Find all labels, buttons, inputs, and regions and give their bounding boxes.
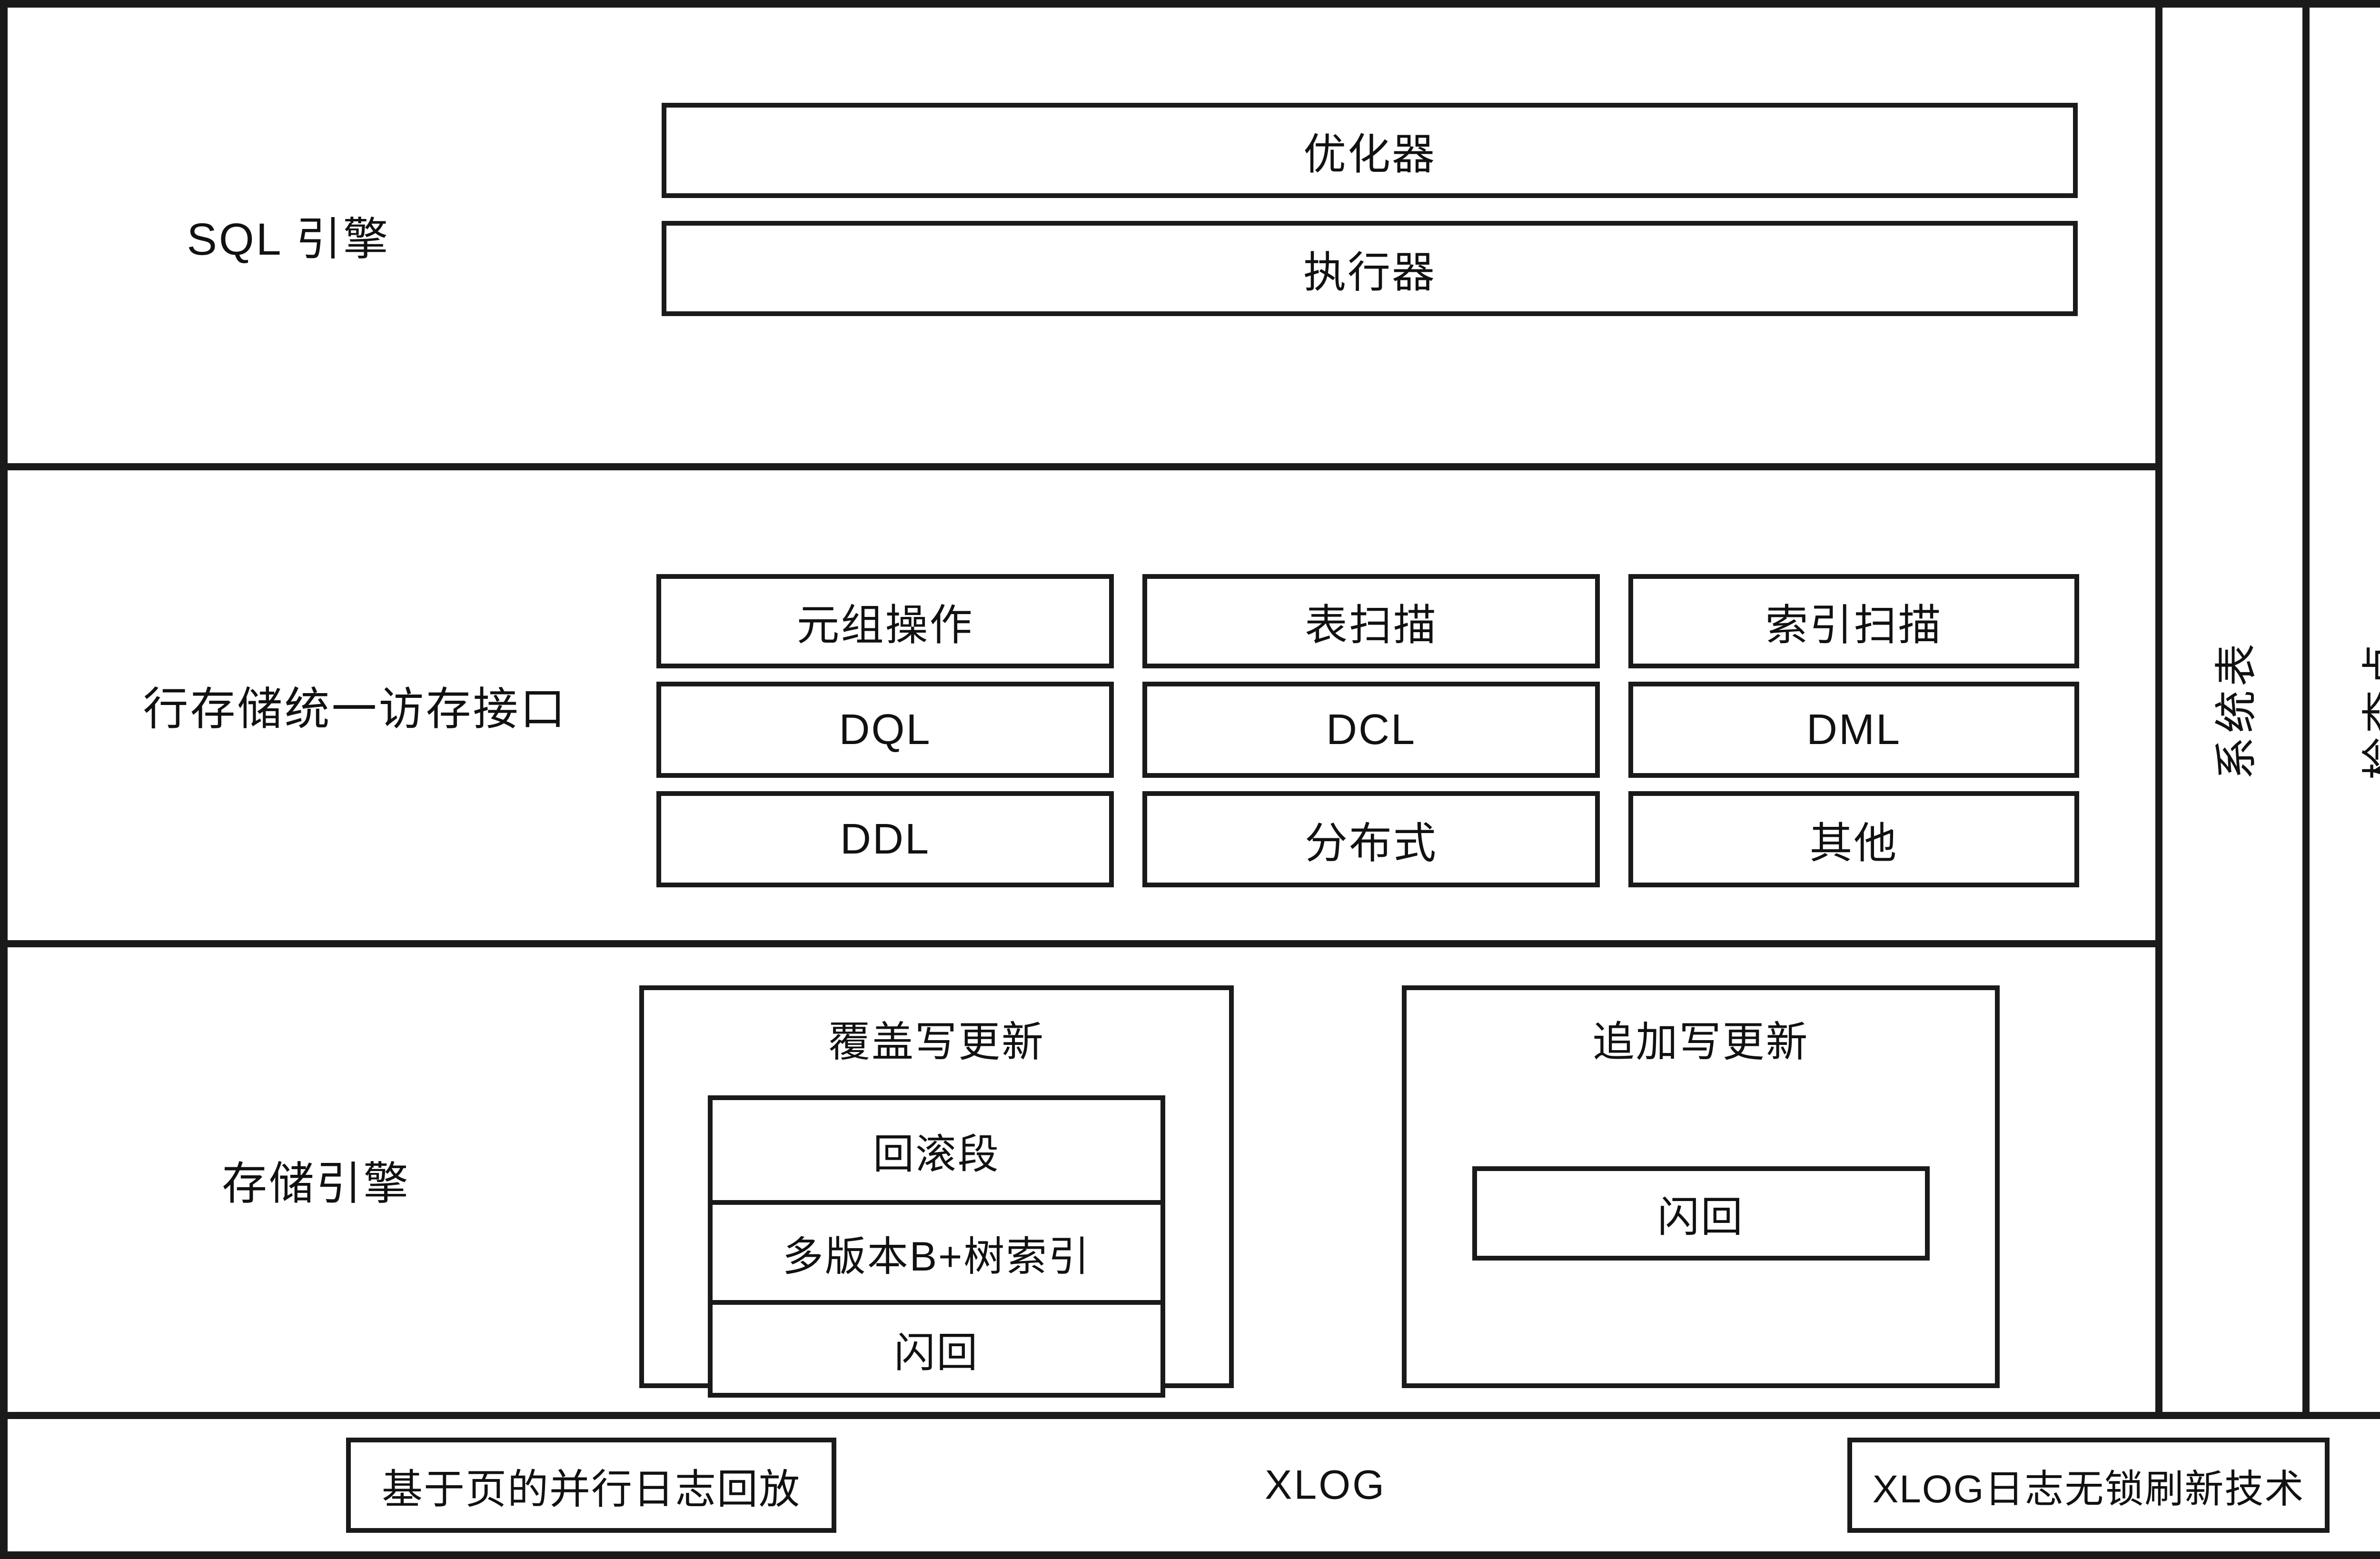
grid-cell-dml: DML [1628,682,2079,778]
append-update-group: 追加写更新 闪回 [1402,985,2000,1388]
overwrite-update-group: 覆盖写更新 回滚段 多版本B+树索引 闪回 [639,985,1234,1398]
flashback-box: 闪回 [708,1300,1165,1398]
upper-area: SQL 引擎 优化器 执行器 行存储统一访存接口 元组操作 表扫描 索引扫描 D… [8,8,2380,1412]
main-area: SQL 引擎 优化器 执行器 行存储统一访存接口 元组操作 表扫描 索引扫描 D… [8,8,2162,1412]
sql-engine-boxes: 优化器 执行器 [662,103,2078,316]
xlog-lockfree-flush-box: XLOG日志无锁刷新技术 [1847,1438,2330,1533]
xlog-label: XLOG [1265,1462,1386,1508]
system-table-label: 系统表 [2213,640,2261,780]
grid-cell-tuple-ops: 元组操作 [656,574,1114,668]
access-interface-label: 行存储统一访存接口 [143,684,567,735]
access-interface-section: 行存储统一访存接口 元组操作 表扫描 索引扫描 DQL DCL DML DDL … [8,470,2155,947]
grid-cell-index-scan: 索引扫描 [1628,574,2079,668]
side-column-system-table: 系统表 [2162,8,2310,1412]
storage-engine-section: 存储引擎 覆盖写更新 回滚段 多版本B+树索引 闪回 追加写更新 闪回 [8,947,2155,1412]
grid-cell-other: 其他 [1628,791,2079,887]
page-parallel-log-replay-box: 基于页的并行日志回放 [346,1438,836,1533]
access-interface-grid: 元组操作 表扫描 索引扫描 DQL DCL DML DDL 分布式 其他 [656,574,2079,887]
grid-cell-table-scan: 表扫描 [1142,574,1600,668]
overwrite-update-stack: 回滚段 多版本B+树索引 闪回 [708,1095,1165,1398]
grid-cell-dcl: DCL [1142,682,1600,778]
optimizer-box: 优化器 [662,103,2078,198]
xlog-bar: 基于页的并行日志回放 XLOG XLOG日志无锁刷新技术 [8,1412,2380,1551]
grid-cell-dql: DQL [656,682,1114,778]
multiversion-btree-index-box: 多版本B+树索引 [708,1200,1165,1305]
checkpoint-label: 检查点 [2360,640,2380,780]
storage-engine-label: 存储引擎 [221,1158,410,1209]
sql-engine-label: SQL 引擎 [187,214,390,265]
side-column-checkpoint: 检查点 [2310,8,2380,1412]
grid-cell-ddl: DDL [656,791,1114,887]
overwrite-update-title: 覆盖写更新 [828,1018,1045,1065]
rollback-segment-box: 回滚段 [708,1095,1165,1205]
executor-box: 执行器 [662,221,2078,316]
sql-engine-section: SQL 引擎 优化器 执行器 [8,8,2155,470]
append-update-title: 追加写更新 [1592,1018,1809,1065]
flashback-box-append: 闪回 [1472,1166,1930,1261]
grid-cell-distributed: 分布式 [1142,791,1600,887]
